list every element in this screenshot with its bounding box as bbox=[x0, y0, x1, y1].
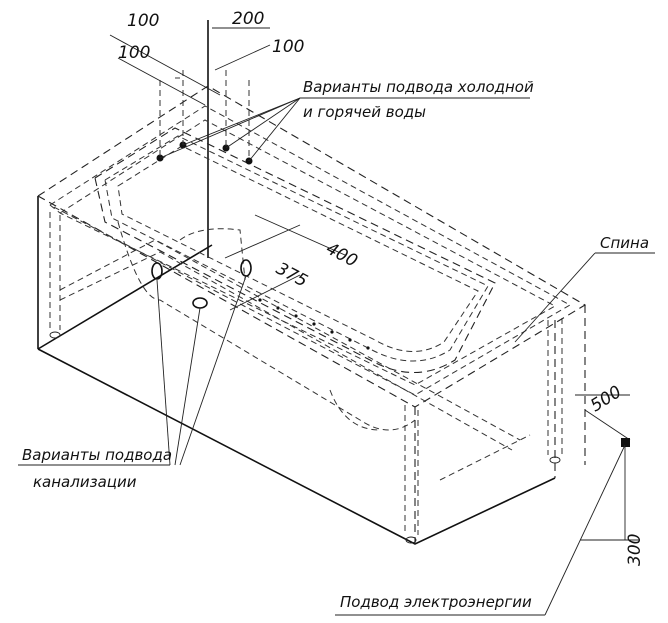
dim-500: 500 bbox=[587, 382, 625, 416]
drain-holes bbox=[151, 259, 252, 309]
label-back: Спина bbox=[600, 234, 649, 252]
tub-inner-outline bbox=[94, 127, 496, 431]
water-inlet-holes bbox=[156, 70, 253, 165]
drain-hole-2 bbox=[240, 259, 252, 277]
dim-100-right: 100 bbox=[272, 37, 304, 57]
dim-100-top: 100 bbox=[127, 11, 159, 31]
label-drain-1: Варианты подвода bbox=[22, 446, 172, 464]
label-drain-2: канализации bbox=[33, 473, 137, 491]
dim-100-lower: 100 bbox=[118, 43, 150, 63]
dim-300: 300 bbox=[625, 534, 645, 566]
label-water-supply-2: и горячей воды bbox=[303, 103, 426, 121]
drain-hole-1 bbox=[151, 262, 163, 280]
hidden-outline bbox=[37, 85, 587, 544]
power-outlet bbox=[621, 438, 630, 447]
dimension-lines bbox=[109, 27, 640, 541]
dim-200: 200 bbox=[232, 9, 264, 29]
dim-375: 375 bbox=[273, 259, 311, 292]
drain-hole-3 bbox=[192, 297, 208, 309]
leader-lines bbox=[18, 97, 655, 616]
label-water-supply-1: Варианты подвода холодной bbox=[303, 78, 534, 96]
dim-400: 400 bbox=[323, 239, 361, 272]
massage-jets bbox=[258, 298, 370, 350]
label-power: Подвод электроэнергии bbox=[340, 593, 532, 611]
tub-frame-legs bbox=[49, 212, 563, 544]
